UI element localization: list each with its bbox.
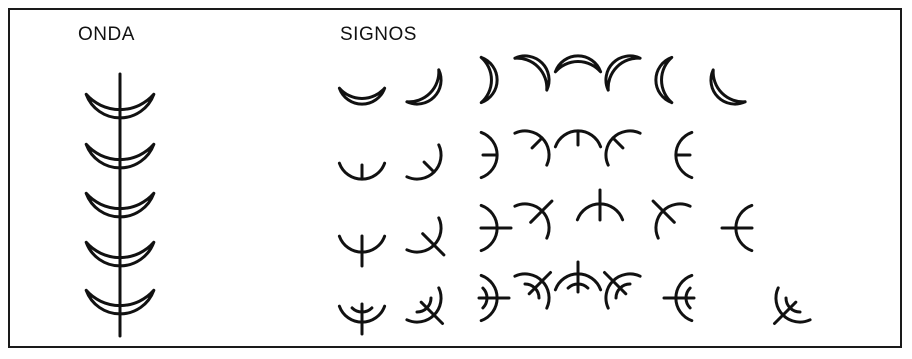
signos-row-crescents-with-center-tick bbox=[339, 131, 691, 179]
crescent-sign bbox=[481, 57, 497, 102]
center-tick bbox=[613, 138, 623, 148]
crescent-sign bbox=[515, 56, 549, 90]
signos-grid bbox=[339, 56, 810, 334]
crescent-sign bbox=[656, 57, 672, 102]
crescent-sign bbox=[555, 56, 600, 72]
crescent-sign bbox=[407, 70, 441, 104]
crescent-sign bbox=[339, 88, 384, 104]
signos-row-crescents-with-stem bbox=[339, 190, 752, 266]
signos-row-plain-crescents bbox=[339, 56, 745, 104]
signos-row-crescents-with-cross bbox=[339, 262, 810, 334]
crescent-sign bbox=[711, 70, 745, 104]
center-tick bbox=[532, 138, 542, 148]
crescent-sign bbox=[606, 56, 640, 90]
onda-wave-glyph bbox=[86, 74, 154, 336]
center-tick bbox=[424, 162, 434, 172]
